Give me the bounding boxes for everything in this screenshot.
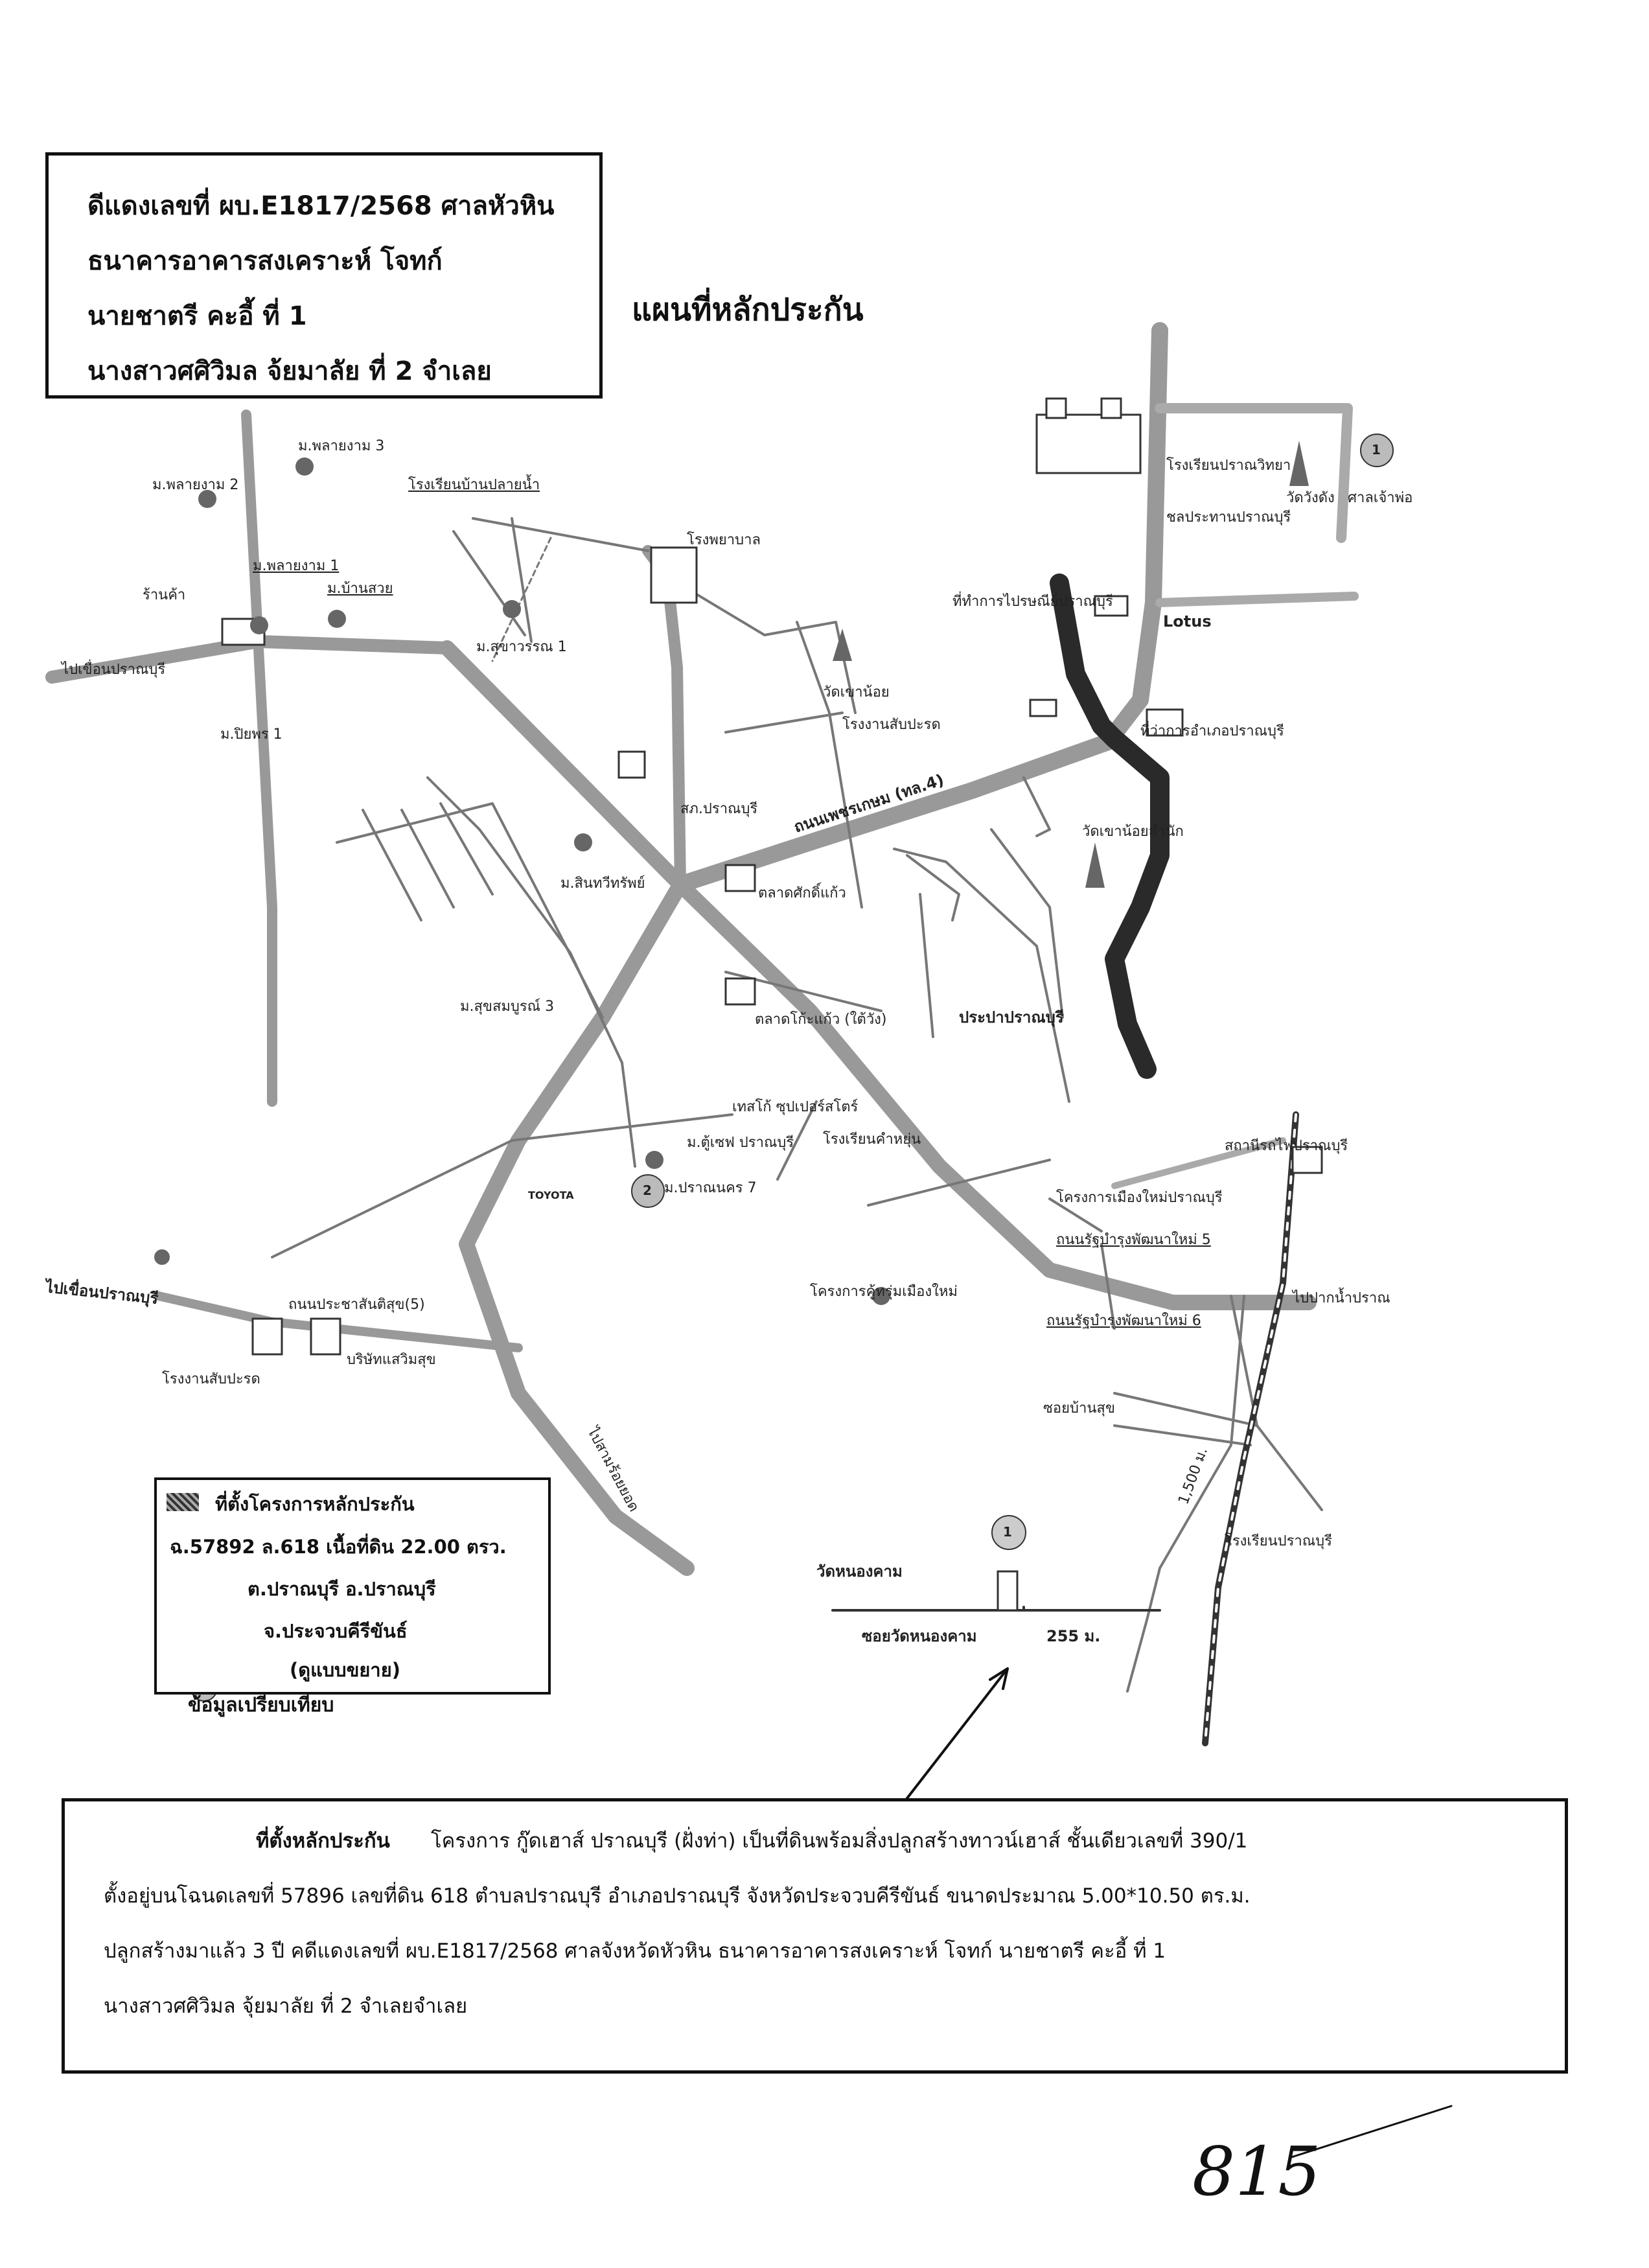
factory-label: โรงงานสับปะรด <box>162 1371 260 1387</box>
legend-enlarged: (ดูแบบขยาย) <box>290 1659 400 1681</box>
station-label: สถานีรถไฟปราณบุรี <box>1225 1138 1348 1154</box>
description-line: โครงการ กู๊ดเฮาส์ ปราณบุรี (ฝั่งท่า) เป็… <box>431 1829 1248 1853</box>
waterworks-label: ประปาปราณบุรี <box>959 1008 1064 1026</box>
building-icon <box>724 864 756 892</box>
map-legend: ที่ตั้งโครงการหลักประกัน ฉ.57892 ล.618 เ… <box>154 1477 551 1695</box>
legend-comparison: ข้อมูลเปรียบเทียบ <box>188 1694 334 1717</box>
river <box>1050 573 1170 1079</box>
temple-label: วัดเขาน้อยสำนัก <box>1082 824 1184 840</box>
road-east-top <box>1155 403 1353 543</box>
shop-label: ร้านค้า <box>143 587 186 603</box>
school-label: โรงเรียนปราณวิทยา <box>1166 457 1291 474</box>
building-icon <box>997 1570 1019 1612</box>
road-label: ถนนรัฐบำรุงพัฒนาใหม่ 5 <box>1056 1232 1211 1248</box>
description-line: ตั้งอยู่บนโฉนดเลขที่ 57896 เลขที่ดิน 618… <box>104 1884 1251 1908</box>
village-label: ม.พลายงาม 1 <box>253 558 340 574</box>
legend-province: จ.ประจวบคีรีขันธ์ <box>264 1620 408 1642</box>
factory-label: โรงงานสับปะรด <box>842 717 941 733</box>
legend-deed: ฉ.57892 ล.618 เนื้อที่ดิน 22.00 ตรว. <box>170 1536 507 1558</box>
building-icon <box>1146 708 1184 737</box>
description-line: ปลูกสร้างมาแล้ว 3 ปี คดีแดงเลขที่ ผบ.E18… <box>104 1939 1166 1963</box>
company-label: บริษัทแสวิมสุข <box>347 1352 436 1368</box>
comparison-marker-label: 2 <box>643 1183 652 1198</box>
description-heading: ที่ตั้งหลักประกัน <box>256 1829 390 1853</box>
govt-label: ที่ว่าการอำเภอปราณบุรี <box>1140 723 1284 739</box>
building-icon <box>1291 1146 1323 1174</box>
village-label: ม.ปิยพร 1 <box>220 726 283 743</box>
legend-project: ที่ตั้งโครงการหลักประกัน <box>215 1493 415 1515</box>
village-label: ม.ปราณนคร 7 <box>664 1180 757 1196</box>
pagoda-icon <box>833 629 852 661</box>
map-title: แผนที่หลักประกัน <box>632 292 864 328</box>
village-label: ม.บ้านสวย <box>327 581 393 597</box>
tree-icon <box>198 490 216 508</box>
comparison-marker-1 <box>1360 434 1394 467</box>
market-label: ตลาดโก้ะแก้ว (ใต้วัง) <box>755 1012 887 1028</box>
village-label: ม.สุขสมบูรณ์ 3 <box>460 999 555 1015</box>
police-label: สภ.ปราณบุรี <box>680 801 758 817</box>
road-petkasem-east <box>672 734 1116 893</box>
defendant-1: นายชาตรี คะอี้ ที่ 1 <box>87 301 307 331</box>
legend-district: ต.ปราณบุรี อ.ปราณบุรี <box>248 1578 436 1600</box>
toyota-label: TOYOTA <box>528 1189 574 1201</box>
irrigation-label: ชลประทานปราณบุรี <box>1166 509 1291 526</box>
road-label: ถนนประชาสันติสุข(5) <box>288 1297 425 1313</box>
collateral-description: ที่ตั้งหลักประกัน โครงการ กู๊ดเฮาส์ ปราณ… <box>62 1798 1568 2074</box>
road-railway-lane <box>1111 1137 1286 1189</box>
store-label: เทสโก้ ซุปเปอร์สโตร์ <box>732 1099 859 1115</box>
building-icon <box>1029 699 1057 717</box>
soi-label: ซอยบ้านสุข <box>1043 1400 1115 1417</box>
building-icon <box>724 977 756 1006</box>
school-label: โรงเรียนบ้านปลายน้ำ <box>408 477 540 493</box>
wat-nongkham-label: วัดหนองคาม <box>816 1562 903 1580</box>
building-icon <box>1035 413 1142 474</box>
village-label: ม.สุขาวรรณ 1 <box>476 639 567 655</box>
direction-label: ไปเขื่อนปราณบุรี <box>62 662 166 678</box>
case-info-box: ดีแดงเลขที่ ผบ.E1817/2568 ศาลหัวหิน ธนาค… <box>45 152 603 399</box>
soi-wat-nongkham-label: ซอยวัดหนองคาม <box>862 1627 977 1645</box>
pagoda-icon <box>1085 842 1105 888</box>
hatch-swatch <box>167 1493 199 1511</box>
road-east-mid <box>1155 592 1359 607</box>
road-south <box>459 877 695 1576</box>
comparison-marker-label: 1 <box>1372 442 1381 457</box>
school-label: โรงเรียนปราณบุรี <box>1225 1533 1332 1549</box>
direction-label: ไปปากน้ำปราณ <box>1293 1290 1390 1306</box>
village-label: ม.ตู้เซฟ ปราณบุรี <box>687 1135 794 1151</box>
building-icon <box>251 1317 283 1356</box>
comparison-marker-2 <box>631 1174 665 1208</box>
road-label: ถนนรัฐบำรุงพัฒนาใหม่ 6 <box>1046 1313 1201 1329</box>
school-label: โรงเรียนคำหยุ่น <box>823 1131 921 1148</box>
temple-label: วัดเขาน้อย <box>823 684 890 700</box>
distance-255: 255 ม. <box>1046 1627 1101 1645</box>
village-label: ม.พลายงาม 3 <box>298 438 385 454</box>
temple-label: วัดวังดัง <box>1286 490 1335 506</box>
road-west-north <box>241 410 277 1107</box>
defendant-2: นางสาวศศิวิมล จ้ยมาลัย ที่ 2 จำเลย <box>87 356 492 386</box>
building-icon <box>650 546 698 604</box>
building-icon <box>617 750 646 779</box>
subject-marker-label: 1 <box>1003 1524 1012 1540</box>
handwritten-page-number: 815 <box>1192 2132 1321 2211</box>
case-number: ดีแดงเลขที่ ผบ.E1817/2568 ศาลหัวหิน <box>87 191 555 221</box>
subject-marker <box>991 1515 1026 1550</box>
village-label: ม.พลายงาม 2 <box>152 477 239 493</box>
hospital-label: โรงพยาบาล <box>687 532 761 548</box>
pointer-arrow <box>906 1667 1009 1799</box>
post-label: ที่ทำการไปรษณีย์ปราณบุรี <box>952 594 1113 610</box>
description-line: นางสาวศศิวิมล จุ้ยมาลัย ที่ 2 จำเลยจำเลย <box>104 1995 468 2018</box>
plaintiff: ธนาคารอาคารสงเคราะห์ โจทก์ <box>87 246 443 276</box>
pagoda-icon <box>1289 441 1309 486</box>
project-label: โครงการคู้ทรุ่มเมืองใหม่ <box>810 1284 958 1300</box>
village-label: ม.สินทวีทรัพย์ <box>560 875 645 892</box>
road-petkasem-north <box>1100 322 1168 750</box>
market-label: ตลาดศักดิ์แก้ว <box>758 885 846 901</box>
building-icon <box>310 1317 341 1356</box>
building-icon <box>1094 595 1129 617</box>
project-label: โครงการเมืองใหม่ปราณบุรี <box>1056 1190 1223 1206</box>
shrine-label: ศาลเจ้าพ่อ <box>1348 490 1413 506</box>
lotus-label: Lotus <box>1163 612 1212 631</box>
